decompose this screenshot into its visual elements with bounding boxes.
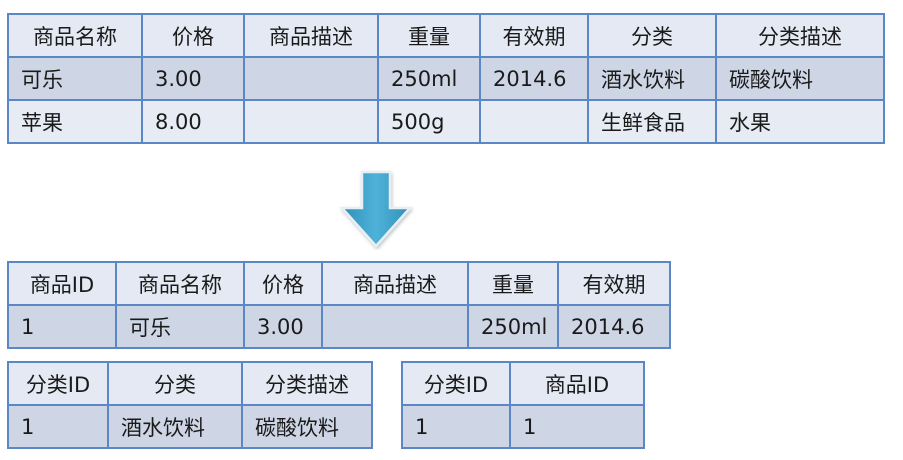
table-row: 1 酒水饮料 碳酸饮料 [7,404,373,449]
header-cell: 商品ID [509,361,645,406]
table-cell: 3.00 [141,56,245,101]
header-cell: 重量 [467,261,559,306]
header-cell: 有效期 [479,13,589,58]
table-cell: 水果 [715,99,885,144]
table-header-row: 商品名称 价格 商品描述 重量 有效期 分类 分类描述 [7,13,885,58]
down-arrow-icon [339,170,413,248]
table-header-row: 分类ID 商品ID [401,361,645,406]
table-cell: 可乐 [115,304,245,349]
header-cell: 分类ID [7,361,109,406]
header-cell: 有效期 [557,261,671,306]
header-cell: 商品名称 [7,13,143,58]
table-cell: 1 [509,404,645,449]
header-cell: 商品描述 [321,261,469,306]
table-cell: 酒水饮料 [107,404,243,449]
table-cell: 500g [377,99,481,144]
table-cell: 2014.6 [557,304,671,349]
table-cell: 250ml [467,304,559,349]
table-header-row: 商品ID 商品名称 价格 商品描述 重量 有效期 [7,261,671,306]
header-cell: 价格 [243,261,323,306]
category-product-link-table: 分类ID 商品ID 1 1 [401,361,645,449]
table-cell: 3.00 [243,304,323,349]
header-cell: 分类 [587,13,717,58]
original-table: 商品名称 价格 商品描述 重量 有效期 分类 分类描述 可乐 3.00 250m… [7,13,885,144]
table-cell: 2014.6 [479,56,589,101]
header-cell: 商品ID [7,261,117,306]
category-table: 分类ID 分类 分类描述 1 酒水饮料 碳酸饮料 [7,361,373,449]
table-cell [243,99,379,144]
table-cell: 碳酸饮料 [241,404,373,449]
table-cell: 1 [7,304,117,349]
table-cell: 酒水饮料 [587,56,717,101]
table-cell: 可乐 [7,56,143,101]
header-cell: 重量 [377,13,481,58]
table-row: 苹果 8.00 500g 生鲜食品 水果 [7,99,885,144]
table-row: 可乐 3.00 250ml 2014.6 酒水饮料 碳酸饮料 [7,56,885,101]
table-cell: 1 [7,404,109,449]
product-table: 商品ID 商品名称 价格 商品描述 重量 有效期 1 可乐 3.00 250ml… [7,261,671,349]
table-row: 1 1 [401,404,645,449]
table-cell: 8.00 [141,99,245,144]
header-cell: 分类描述 [715,13,885,58]
table-header-row: 分类ID 分类 分类描述 [7,361,373,406]
table-cell: 1 [401,404,511,449]
header-cell: 商品描述 [243,13,379,58]
table-row: 1 可乐 3.00 250ml 2014.6 [7,304,671,349]
table-cell: 250ml [377,56,481,101]
header-cell: 商品名称 [115,261,245,306]
table-cell [321,304,469,349]
table-cell: 碳酸饮料 [715,56,885,101]
header-cell: 价格 [141,13,245,58]
table-cell: 苹果 [7,99,143,144]
header-cell: 分类ID [401,361,511,406]
table-cell [243,56,379,101]
header-cell: 分类描述 [241,361,373,406]
table-cell [479,99,589,144]
table-cell: 生鲜食品 [587,99,717,144]
header-cell: 分类 [107,361,243,406]
